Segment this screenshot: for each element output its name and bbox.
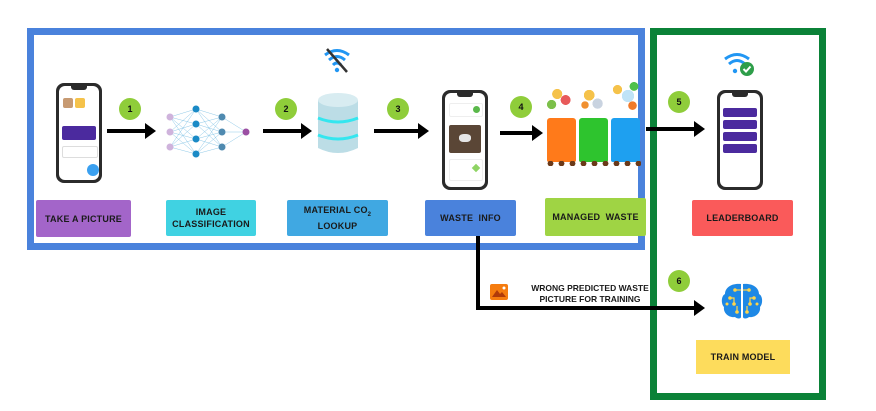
phone-prediction-screen-icon — [442, 90, 488, 190]
online-section-frame — [650, 28, 826, 400]
arrow-5-head — [694, 121, 705, 137]
offline-section-frame — [27, 28, 645, 250]
image-icon — [490, 284, 508, 300]
phone-leaderboard-icon — [717, 90, 763, 190]
neural-network-icon — [166, 105, 250, 158]
bin-paper — [579, 118, 608, 162]
arrow-2-head — [301, 123, 312, 139]
bin-plastic — [611, 118, 640, 162]
arrow-5-line — [646, 127, 696, 131]
arrow-4-line — [500, 131, 534, 135]
image-classification-line2: CLASSIFICATION — [172, 219, 250, 229]
phone-home-screen-icon — [56, 83, 102, 183]
bin-organic — [547, 118, 576, 162]
image-classification-line1: IMAGE — [195, 207, 227, 217]
arrow-4-head — [532, 125, 543, 141]
arrow-6-head — [694, 300, 705, 316]
ai-brain-icon — [721, 283, 763, 319]
step-badge-2: 2 — [275, 98, 297, 120]
wifi-off-icon — [324, 48, 350, 73]
step-badge-6: 6 — [668, 270, 690, 292]
feedback-vertical-line — [476, 236, 480, 310]
arrow-2-line — [263, 129, 303, 133]
database-icon — [317, 93, 359, 153]
wifi-check-icon — [724, 53, 754, 76]
managed-waste-label: MANAGED WASTE — [545, 198, 646, 236]
image-classification-label: IMAGE CLASSIFICATION — [166, 200, 256, 236]
arrow-1-head — [145, 123, 156, 139]
leaderboard-label: LEADERBOARD — [692, 200, 793, 236]
step-badge-3: 3 — [387, 98, 409, 120]
waste-bins-icon — [544, 78, 642, 168]
material-co2-line2: LOOKUP — [317, 221, 358, 232]
arrow-3-head — [418, 123, 429, 139]
feedback-label-line1: WRONG PREDICTED WASTE — [531, 283, 649, 293]
take-a-picture-label: TAKE A PICTURE — [36, 200, 131, 237]
arrow-3-line — [374, 129, 420, 133]
material-co2-line1: MATERIAL CO — [303, 204, 368, 215]
train-model-label: TRAIN MODEL — [696, 340, 790, 374]
step-badge-4: 4 — [510, 96, 532, 118]
feedback-horizontal-line — [476, 306, 696, 310]
arrow-1-line — [107, 129, 147, 133]
step-badge-1: 1 — [119, 98, 141, 120]
feedback-label-line2: PICTURE FOR TRAINING — [539, 294, 641, 304]
co2-subscript: 2 — [367, 211, 372, 218]
waste-info-label: WASTE INFO — [425, 200, 516, 236]
feedback-edge-label: WRONG PREDICTED WASTE PICTURE FOR TRAINI… — [520, 283, 660, 305]
step-badge-5: 5 — [668, 91, 690, 113]
